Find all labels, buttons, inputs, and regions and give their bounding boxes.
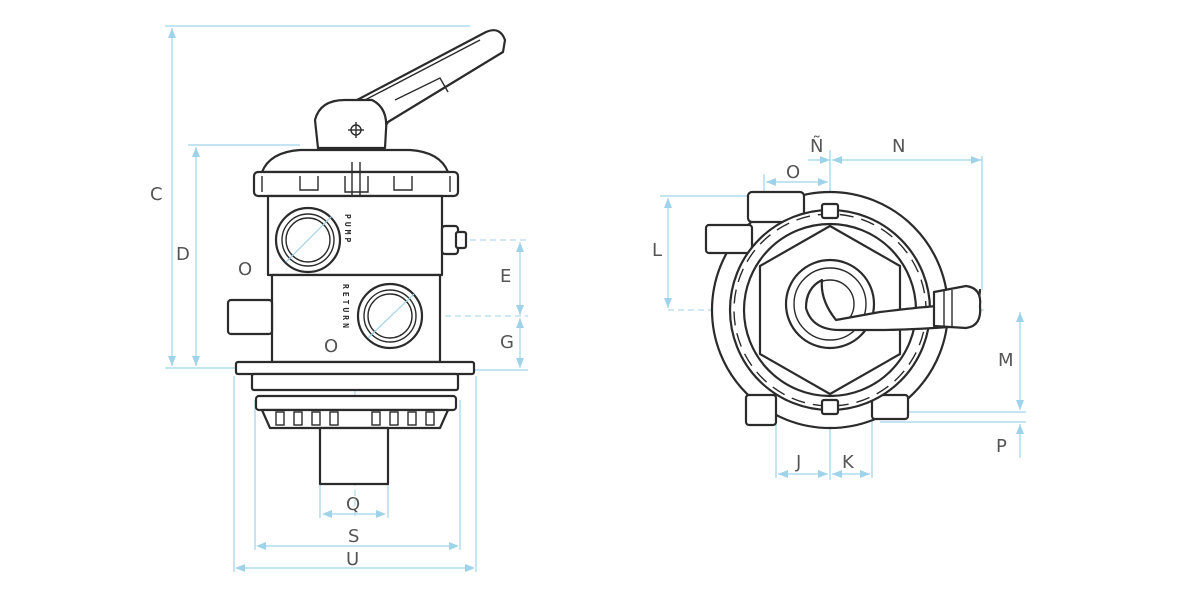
return-port-label: RETURN (341, 284, 350, 331)
lateral-slots (275, 411, 435, 426)
dimension-label-q: Q (346, 494, 360, 515)
dimension-label-l: L (652, 240, 662, 261)
dimension-label-j: J (795, 452, 801, 473)
dimension-label-o-top: O (238, 259, 252, 280)
dimension-label-o-top-view: O (786, 162, 800, 183)
side-valve-body (226, 29, 507, 486)
dimension-label-e: E (500, 266, 511, 287)
top-valve-body (704, 190, 982, 430)
dimension-label-g: G (500, 332, 514, 353)
side-view: PUMP RETURN C D O O E G Q S U (150, 25, 528, 572)
dimension-label-o-bottom: O (324, 336, 338, 357)
dimension-label-u: U (346, 549, 359, 570)
dimension-label-n-tilde: Ñ (810, 135, 823, 157)
dimension-label-d: D (176, 244, 190, 265)
dimension-label-p: P (996, 436, 1007, 457)
dimension-label-m: M (998, 350, 1014, 371)
dimension-label-c: C (150, 184, 163, 205)
dimension-label-s: S (348, 526, 359, 547)
dimension-label-k: K (842, 452, 855, 473)
pump-port-label: PUMP (343, 214, 352, 245)
top-view: Ñ N O L M P J K (652, 135, 1026, 480)
dimension-label-n: N (892, 136, 905, 157)
